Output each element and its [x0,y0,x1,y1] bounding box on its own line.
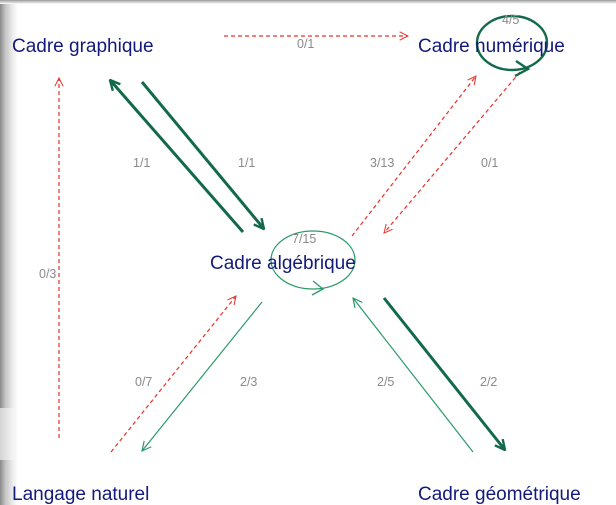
arrow-geometrique-to-algebrique [353,298,474,453]
loop-algebrique-arrowhead [311,280,325,296]
window-top-edge [0,0,616,4]
arrow-naturel-to-algebrique [110,296,236,453]
label-naturel-to-algebrique: 0/7 [135,375,152,389]
arrow-algebrique-to-graphique [110,80,245,233]
label-algebrique-to-numerique: 3/13 [370,156,394,170]
node-langage-naturel: Langage naturel [12,484,149,505]
label-algebrique-to-naturel: 2/3 [240,375,257,389]
node-cadre-numerique: Cadre numérique [418,36,565,57]
label-graphique-to-numerique: 0/1 [297,37,314,51]
arrow-algebrique-to-geometrique [382,297,505,450]
loop-algebrique [270,230,356,290]
window-edge-panel [0,408,14,460]
arrow-graphique-to-algebrique [140,81,264,229]
label-numerique-to-algebrique: 0/1 [481,156,498,170]
label-algebrique-loop: 7/15 [292,232,316,246]
window-edge-shade [0,0,18,505]
node-cadre-graphique: Cadre graphique [12,36,154,57]
arrow-numerique-to-algebrique [384,71,521,233]
label-naturel-to-graphique: 0/3 [39,267,56,281]
loop-numerique [475,14,549,72]
label-algebrique-to-geometrique: 2/2 [480,375,497,389]
label-algebrique-to-graphique: 1/1 [133,156,150,170]
loop-numerique-arrowhead [514,60,531,78]
arrow-algebrique-to-naturel [142,301,263,451]
arrow-algebrique-to-numerique [351,76,476,237]
node-cadre-algebrique: Cadre algébrique [210,253,356,274]
node-cadre-geometrique: Cadre géométrique [418,484,581,505]
label-geometrique-to-algebrique: 2/5 [377,375,394,389]
label-numerique-loop: 4/5 [502,13,519,27]
label-graphique-to-algebrique: 1/1 [238,156,255,170]
